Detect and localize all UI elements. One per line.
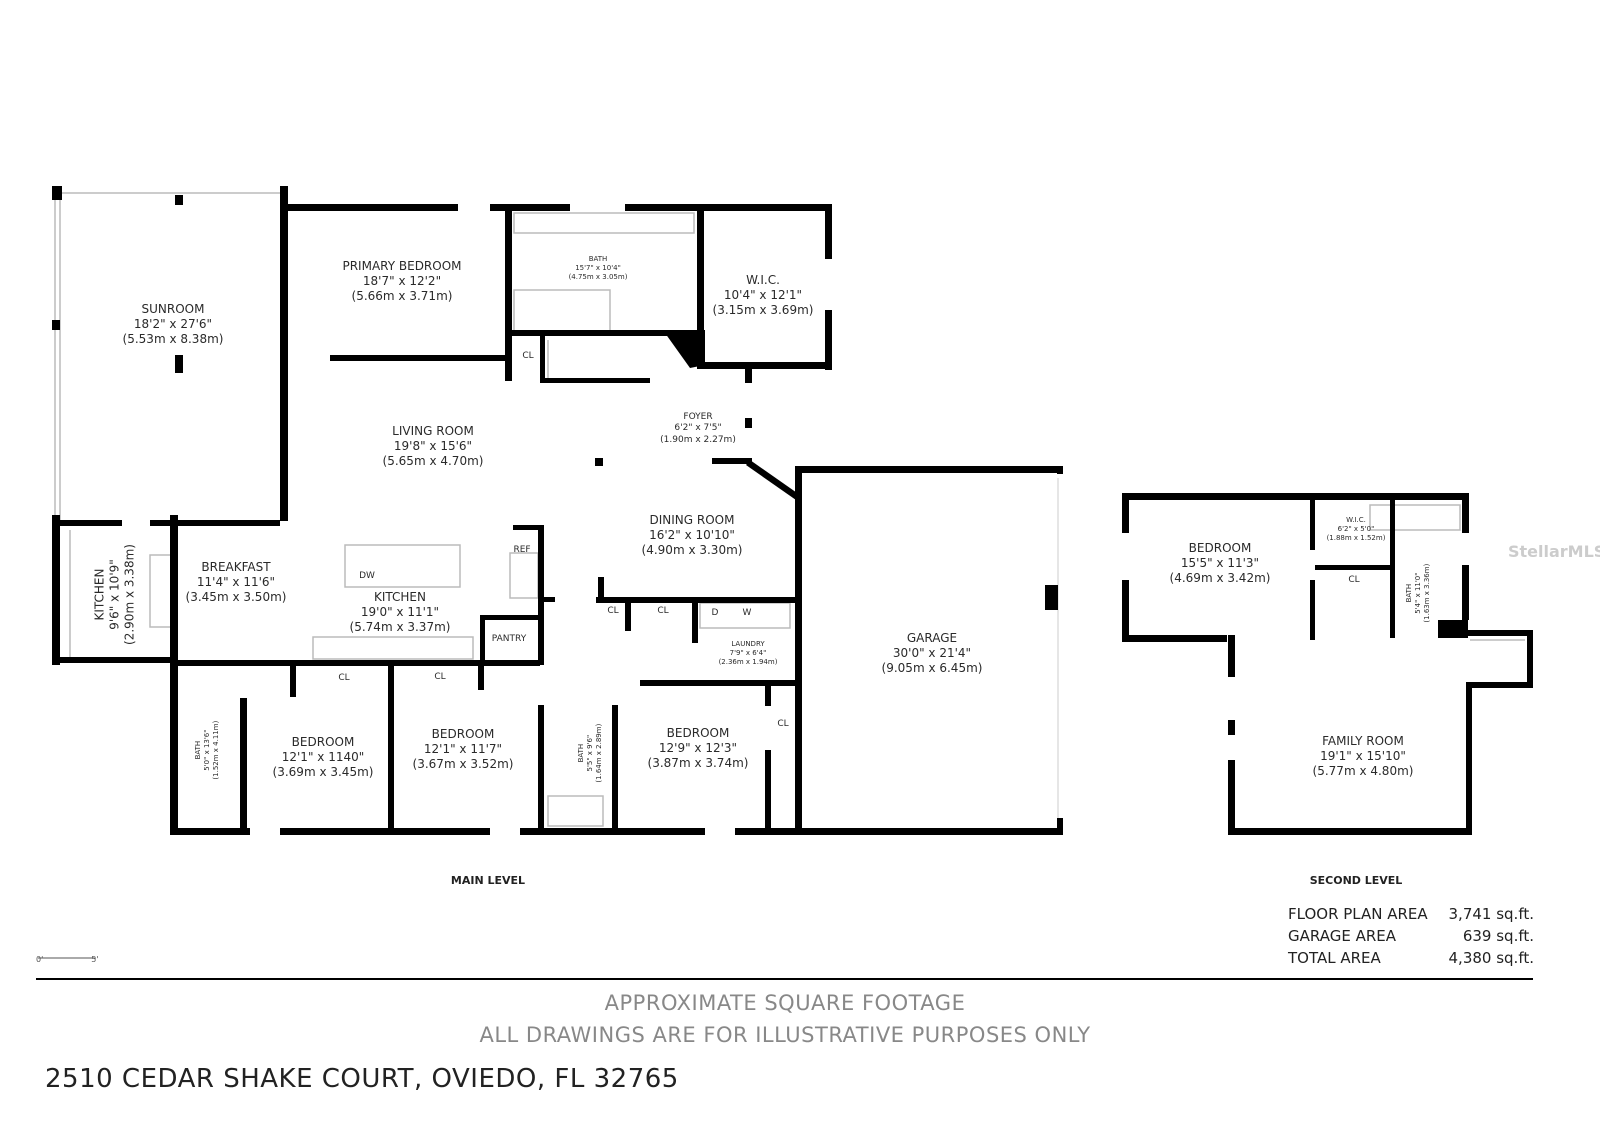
room-second-closet: CL xyxy=(1348,575,1360,585)
closet-label: CL xyxy=(434,672,446,682)
thin-lines xyxy=(54,190,1525,828)
closet-label: CL xyxy=(607,606,619,616)
second-level-title: SECOND LEVEL xyxy=(1309,874,1403,887)
walls xyxy=(36,186,1533,980)
scale-bar-labels: 0'5' xyxy=(36,955,99,964)
closet-label: CL xyxy=(657,606,669,616)
room-second-wic: W.I.C.6'2" x 5'0"(1.88m x 1.52m) xyxy=(1326,516,1386,542)
closet-label: CL xyxy=(777,719,789,729)
disclaimer-line-1: APPROXIMATE SQUARE FOOTAGE xyxy=(604,991,966,1015)
room-wic: W.I.C.10'4" x 12'1"(3.15m x 3.69m) xyxy=(712,273,814,317)
disclaimer-line-2: ALL DRAWINGS ARE FOR ILLUSTRATIVE PURPOS… xyxy=(479,1023,1091,1047)
closet-label: CL xyxy=(338,673,350,683)
closet-label: CL xyxy=(522,351,534,361)
main-level-title: MAIN LEVEL xyxy=(450,874,526,887)
ref-label: REF xyxy=(513,545,531,555)
pantry-label: PANTRY xyxy=(491,634,527,644)
watermark: StellarMLS xyxy=(1508,542,1600,561)
dryer-label: D xyxy=(711,608,719,618)
property-address: 2510 CEDAR SHAKE COURT, OVIEDO, FL 32765 xyxy=(45,1064,679,1094)
washer-label: W xyxy=(742,608,752,618)
dishwasher-label: DW xyxy=(359,571,375,581)
